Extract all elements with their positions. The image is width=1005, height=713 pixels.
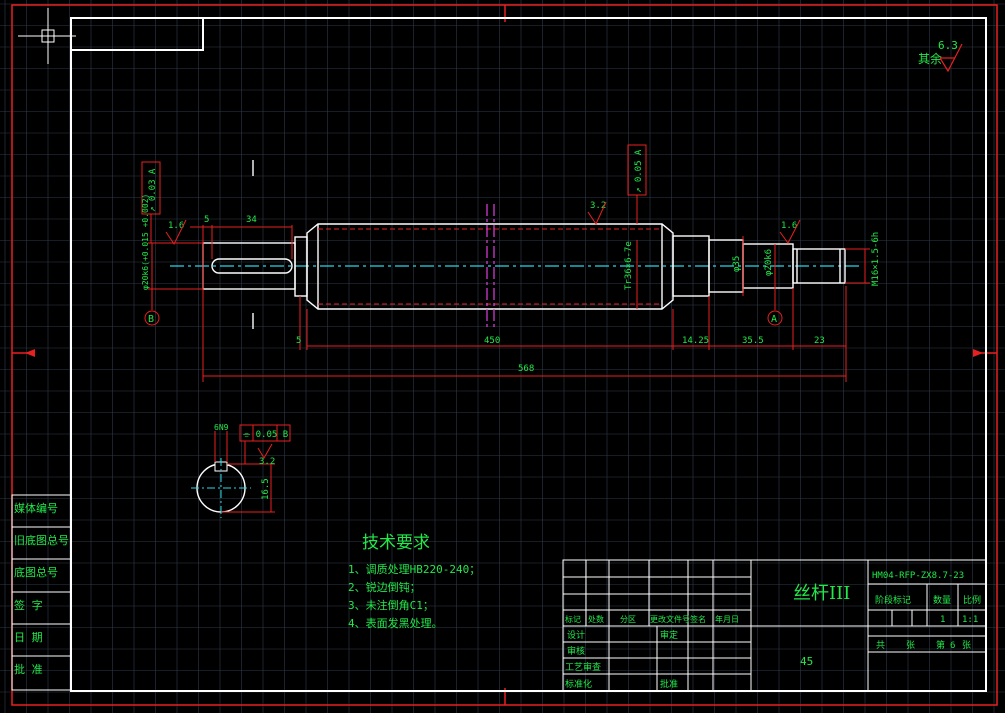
- section-cut-line: [486, 204, 495, 330]
- stage-header: 数量: [933, 594, 951, 606]
- tech-req-item: 1、调质处理HB220-240；: [348, 563, 480, 576]
- frame-arrows: [25, 349, 983, 357]
- side-label: 媒体编号: [14, 501, 58, 515]
- cursor-crosshair-icon: [18, 8, 76, 64]
- tech-req-title: 技术要求: [362, 533, 430, 553]
- revision-header: 分区: [620, 615, 636, 624]
- role-label: 设计: [567, 629, 585, 641]
- dim-end-thread: M16×1.5-6h: [871, 232, 881, 286]
- revision-header: 年月日: [715, 614, 739, 624]
- dim-diameter-20: φ20k6: [764, 249, 774, 276]
- cross-section-detail: 6N9 16.5 ⌯ 0.05 B 3.2: [191, 423, 291, 518]
- material: 45: [800, 655, 813, 668]
- title-block: 标记 处数 分区 更改文件号 签名 年月日 设计 审核 工艺审查 标准化 审定 …: [562, 559, 987, 692]
- thread-dash-lines: [318, 228, 662, 305]
- sheet-page: 第: [936, 639, 945, 651]
- dim-left-step: 5: [204, 215, 209, 225]
- side-label: 批 准: [14, 662, 43, 676]
- technical-requirements: 技术要求 1、调质处理HB220-240； 2、锐边倒钝； 3、未注倒角C1； …: [348, 533, 480, 630]
- symmetry-tolerance: ⌯ 0.05 B: [243, 430, 288, 440]
- quantity-value: 1: [940, 615, 945, 625]
- sheet-total: 共: [876, 640, 885, 651]
- dim-right-step-2: 35.5: [742, 336, 764, 346]
- datum-b-marker: B: [144, 310, 160, 326]
- stage-header: 阶段标记: [875, 594, 911, 606]
- tech-req-item: 2、锐边倒钝；: [348, 580, 421, 594]
- dimension-texts: 568 450 5 5 34 14.25 35.5 23 φ20k6(+0.01…: [141, 194, 881, 374]
- tech-req-item: 4、表面发黑处理。: [348, 616, 443, 630]
- side-label: 底图总号: [14, 565, 58, 579]
- dimension-lines: [148, 195, 870, 382]
- dim-right-end: 23: [814, 336, 825, 346]
- tech-req-item: 3、未注倒角C1；: [348, 598, 434, 612]
- revision-header: 更改文件号: [650, 614, 690, 624]
- dim-overall-length: 568: [518, 364, 534, 374]
- side-label: 签 字: [14, 598, 43, 612]
- dim-middle-length: 450: [484, 336, 500, 346]
- dim-keyway-length: 34: [246, 215, 257, 225]
- roughness-mid: 3.2: [587, 201, 607, 226]
- sheet-page-unit: 张: [962, 640, 971, 651]
- dim-left-step-bottom: 5: [296, 336, 301, 346]
- dim-key-depth: 16.5: [261, 478, 271, 500]
- svg-text:A: A: [771, 314, 777, 325]
- dim-right-step-1: 14.25: [682, 336, 709, 346]
- role-label: 审核: [567, 645, 585, 657]
- side-label-table: 媒体编号 旧底图总号 底图总号 签 字 日 期 批 准: [11, 494, 72, 691]
- svg-text:1.6: 1.6: [168, 221, 184, 231]
- svg-text:↗ 0.05 A: ↗ 0.05 A: [634, 149, 644, 193]
- runout-left-frame: ↗ 0.03 A: [141, 161, 161, 243]
- svg-text:1.6: 1.6: [781, 221, 797, 231]
- side-label: 日 期: [14, 631, 43, 644]
- dim-key-width: 6N9: [214, 423, 229, 432]
- revision-header: 签名: [690, 614, 706, 624]
- role-label-right: 审定: [660, 629, 678, 641]
- sheet-page-no: 6: [950, 641, 955, 651]
- dim-thread-spec: Tr36×6-7e: [624, 241, 634, 290]
- runout-mid-frame: ↗ 0.05 A: [627, 144, 647, 196]
- role-label: 标准化: [565, 678, 592, 690]
- other-roughness-value: 6.3: [938, 39, 958, 52]
- shaft-outline: [202, 223, 846, 310]
- sheet-unit: 张: [906, 640, 915, 651]
- role-label: 工艺审查: [565, 661, 601, 673]
- roughness-right: 1.6: [779, 219, 801, 244]
- part-name: 丝杆III: [793, 583, 850, 604]
- dim-diameter-35: φ35: [732, 256, 742, 272]
- dim-left-diameter: φ20k6(+0.015 +0.002): [141, 194, 150, 290]
- svg-text:3.2: 3.2: [590, 201, 606, 211]
- drawing-number: HM04-RFP-ZX8.7-23: [872, 571, 964, 581]
- role-label-right: 批准: [660, 678, 678, 690]
- stage-header: 比例: [963, 594, 981, 606]
- inner-border: [70, 17, 987, 692]
- datum-a-marker: A: [767, 310, 783, 326]
- revision-header: 标记: [565, 614, 581, 624]
- svg-text:B: B: [148, 314, 154, 325]
- svg-text:↗ 0.03 A: ↗ 0.03 A: [148, 168, 158, 212]
- other-roughness-mark: 其余 6.3: [918, 39, 963, 73]
- side-label: 旧底图总号: [14, 533, 69, 547]
- scale-value: 1:1: [962, 615, 978, 625]
- roughness-section: 3.2: [259, 457, 275, 467]
- revision-header: 处数: [588, 614, 604, 624]
- other-roughness-label: 其余: [918, 51, 942, 66]
- roughness-left: 1.6: [165, 219, 187, 245]
